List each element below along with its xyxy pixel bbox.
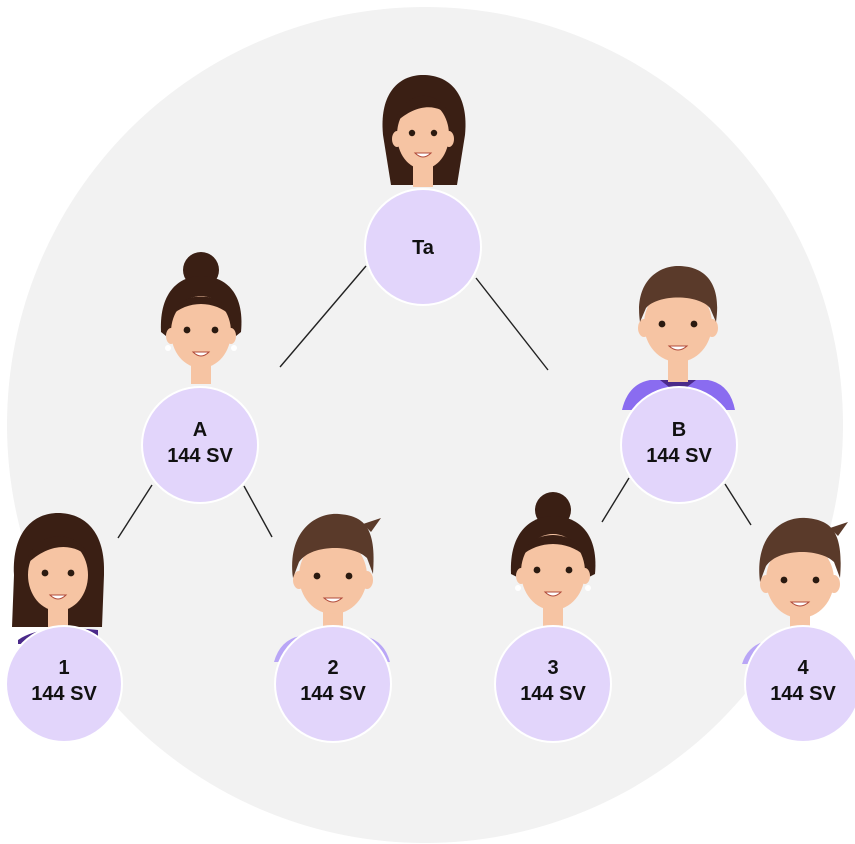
node-4[interactable]: 4 144 SV: [744, 625, 855, 743]
man-short-hair-icon: [638, 266, 718, 382]
avatar-3: [510, 492, 596, 630]
connector-a-1: [117, 484, 153, 539]
node-3-name: 3: [547, 657, 558, 679]
node-3-value: 144 SV: [520, 683, 586, 705]
node-b-value: 144 SV: [646, 445, 712, 467]
node-4-circle[interactable]: [744, 625, 855, 743]
node-2-value: 144 SV: [300, 683, 366, 705]
node-root-circle[interactable]: [364, 188, 482, 306]
node-a[interactable]: A 144 SV: [141, 386, 259, 504]
man-short-hair-icon: [292, 513, 381, 634]
node-1[interactable]: 1 144 SV: [5, 625, 123, 743]
connector-root-a: [279, 265, 367, 368]
woman-bun-hair-icon: [510, 492, 596, 630]
connector-b-3: [601, 477, 630, 523]
node-b-circle[interactable]: [620, 386, 738, 504]
node-3[interactable]: 3 144 SV: [494, 625, 612, 743]
node-a-name: A: [193, 419, 207, 441]
connector-a-2: [243, 485, 273, 538]
node-4-value: 144 SV: [770, 683, 836, 705]
background-circle: [7, 7, 843, 843]
woman-long-hair-icon: [382, 75, 466, 187]
connector-b-4: [724, 483, 752, 526]
node-b-name: B: [672, 419, 686, 441]
node-4-name: 4: [797, 657, 809, 679]
node-root-name: Ta: [412, 237, 435, 259]
node-b[interactable]: B 144 SV: [620, 386, 738, 504]
woman-long-hair-icon: [12, 513, 105, 631]
connectors: [117, 265, 752, 539]
woman-bun-hair-icon: [160, 252, 242, 384]
avatar-1: [12, 513, 105, 644]
node-1-circle[interactable]: [5, 625, 123, 743]
node-a-circle[interactable]: [141, 386, 259, 504]
node-root[interactable]: Ta: [364, 188, 482, 306]
node-2[interactable]: 2 144 SV: [274, 625, 392, 743]
node-a-value: 144 SV: [167, 445, 233, 467]
node-3-circle[interactable]: [494, 625, 612, 743]
node-1-name: 1: [58, 657, 69, 679]
node-1-value: 144 SV: [31, 683, 97, 705]
connector-root-b: [475, 277, 549, 371]
node-2-circle[interactable]: [274, 625, 392, 743]
node-2-name: 2: [327, 657, 338, 679]
avatar-a: [160, 252, 242, 384]
